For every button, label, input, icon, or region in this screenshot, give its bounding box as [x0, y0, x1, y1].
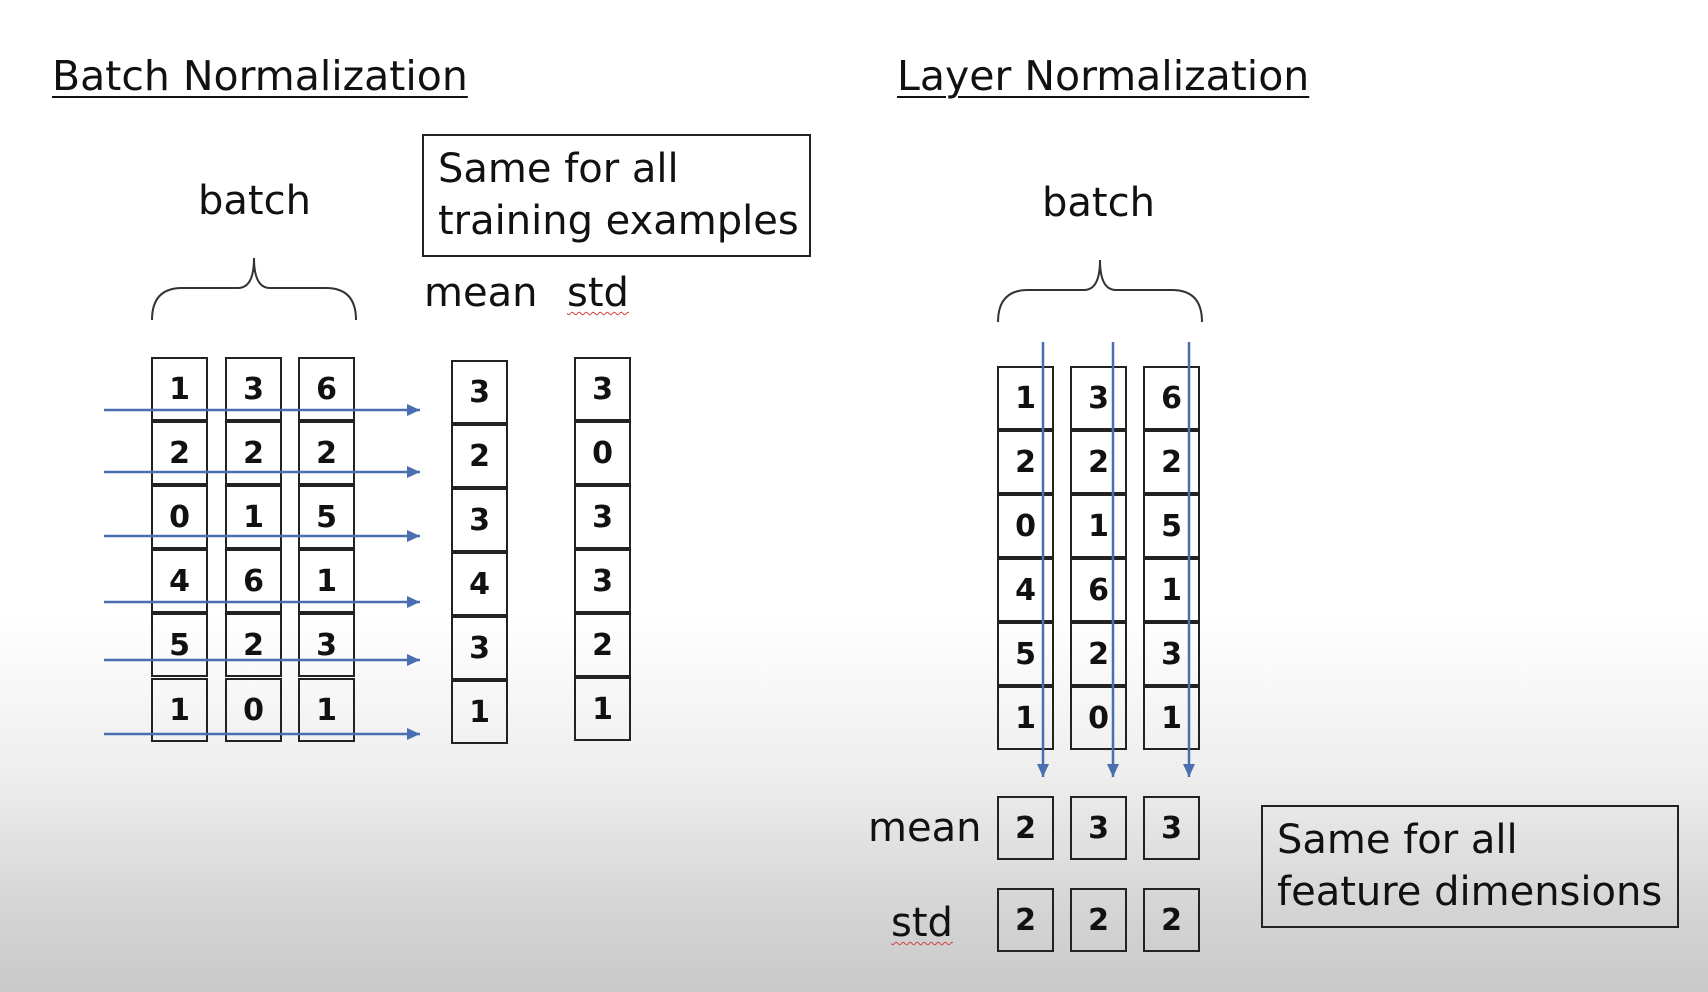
matrix-cell: 4 — [151, 549, 208, 613]
arrow-head — [407, 728, 420, 740]
batch-norm-mean-label: mean — [424, 270, 538, 316]
std-cell: 1 — [574, 677, 631, 741]
std-cell: 3 — [574, 357, 631, 421]
matrix-cell: 2 — [1070, 622, 1127, 686]
matrix-cell: 1 — [298, 549, 355, 613]
std-cell: 3 — [574, 485, 631, 549]
matrix-cell: 6 — [225, 549, 282, 613]
arrow-head — [1183, 764, 1195, 777]
matrix-cell: 3 — [298, 613, 355, 677]
batch-norm-std-label: std — [567, 270, 629, 316]
matrix-cell: 2 — [298, 421, 355, 485]
matrix-cell: 4 — [997, 558, 1054, 622]
mean-cell: 2 — [997, 796, 1054, 860]
std-cell: 2 — [997, 888, 1054, 952]
matrix-cell: 1 — [997, 366, 1054, 430]
matrix-cell: 3 — [1143, 622, 1200, 686]
mean-cell: 3 — [1070, 796, 1127, 860]
layer-norm-title: Layer Normalization — [897, 52, 1310, 100]
matrix-cell: 3 — [1070, 366, 1127, 430]
matrix-cell: 0 — [997, 494, 1054, 558]
matrix-cell: 1 — [298, 678, 355, 742]
matrix-cell: 2 — [225, 421, 282, 485]
batch-norm-batch-label: batch — [198, 178, 311, 224]
layer-norm-note: Same for all feature dimensions — [1261, 805, 1679, 928]
arrow-head — [1037, 764, 1049, 777]
mean-cell: 3 — [1143, 796, 1200, 860]
batch-norm-note-line-1: Same for all — [438, 146, 679, 192]
arrow-head — [407, 596, 420, 608]
layer-norm-note-line-2: feature dimensions — [1277, 869, 1663, 915]
matrix-cell: 2 — [225, 613, 282, 677]
layer-norm-mean-label: mean — [868, 805, 982, 851]
matrix-cell: 5 — [151, 613, 208, 677]
matrix-cell: 1 — [151, 678, 208, 742]
mean-cell: 3 — [451, 616, 508, 680]
matrix-cell: 2 — [997, 430, 1054, 494]
batch-norm-note-line-2: training examples — [438, 198, 799, 244]
arrow-head — [407, 404, 420, 416]
mean-cell: 3 — [451, 360, 508, 424]
std-cell: 2 — [1070, 888, 1127, 952]
matrix-cell: 0 — [151, 485, 208, 549]
matrix-cell: 2 — [151, 421, 208, 485]
matrix-cell: 6 — [1143, 366, 1200, 430]
matrix-cell: 1 — [1070, 494, 1127, 558]
matrix-cell: 6 — [1070, 558, 1127, 622]
arrow-head — [407, 654, 420, 666]
matrix-cell: 0 — [1070, 686, 1127, 750]
matrix-cell: 3 — [225, 357, 282, 421]
batch-norm-title: Batch Normalization — [52, 52, 468, 100]
matrix-cell: 6 — [298, 357, 355, 421]
layer-norm-batch-label: batch — [1042, 180, 1155, 226]
std-cell: 2 — [574, 613, 631, 677]
matrix-cell: 1 — [997, 686, 1054, 750]
batch-norm-note: Same for all training examples — [422, 134, 811, 257]
batch-norm-brace — [151, 257, 357, 321]
mean-cell: 1 — [451, 680, 508, 744]
matrix-cell: 0 — [225, 678, 282, 742]
matrix-cell: 1 — [151, 357, 208, 421]
arrow-head — [407, 530, 420, 542]
matrix-cell: 1 — [225, 485, 282, 549]
arrow-head — [1107, 764, 1119, 777]
matrix-cell: 2 — [1143, 430, 1200, 494]
layer-norm-brace — [997, 259, 1203, 323]
mean-cell: 2 — [451, 424, 508, 488]
mean-cell: 3 — [451, 488, 508, 552]
matrix-cell: 5 — [997, 622, 1054, 686]
matrix-cell: 5 — [298, 485, 355, 549]
std-cell: 3 — [574, 549, 631, 613]
layer-norm-std-label: std — [891, 900, 953, 946]
matrix-cell: 2 — [1070, 430, 1127, 494]
std-cell: 2 — [1143, 888, 1200, 952]
layer-norm-note-line-1: Same for all — [1277, 817, 1518, 863]
std-cell: 0 — [574, 421, 631, 485]
arrow-head — [407, 466, 420, 478]
mean-cell: 4 — [451, 552, 508, 616]
matrix-cell: 1 — [1143, 686, 1200, 750]
matrix-cell: 5 — [1143, 494, 1200, 558]
matrix-cell: 1 — [1143, 558, 1200, 622]
